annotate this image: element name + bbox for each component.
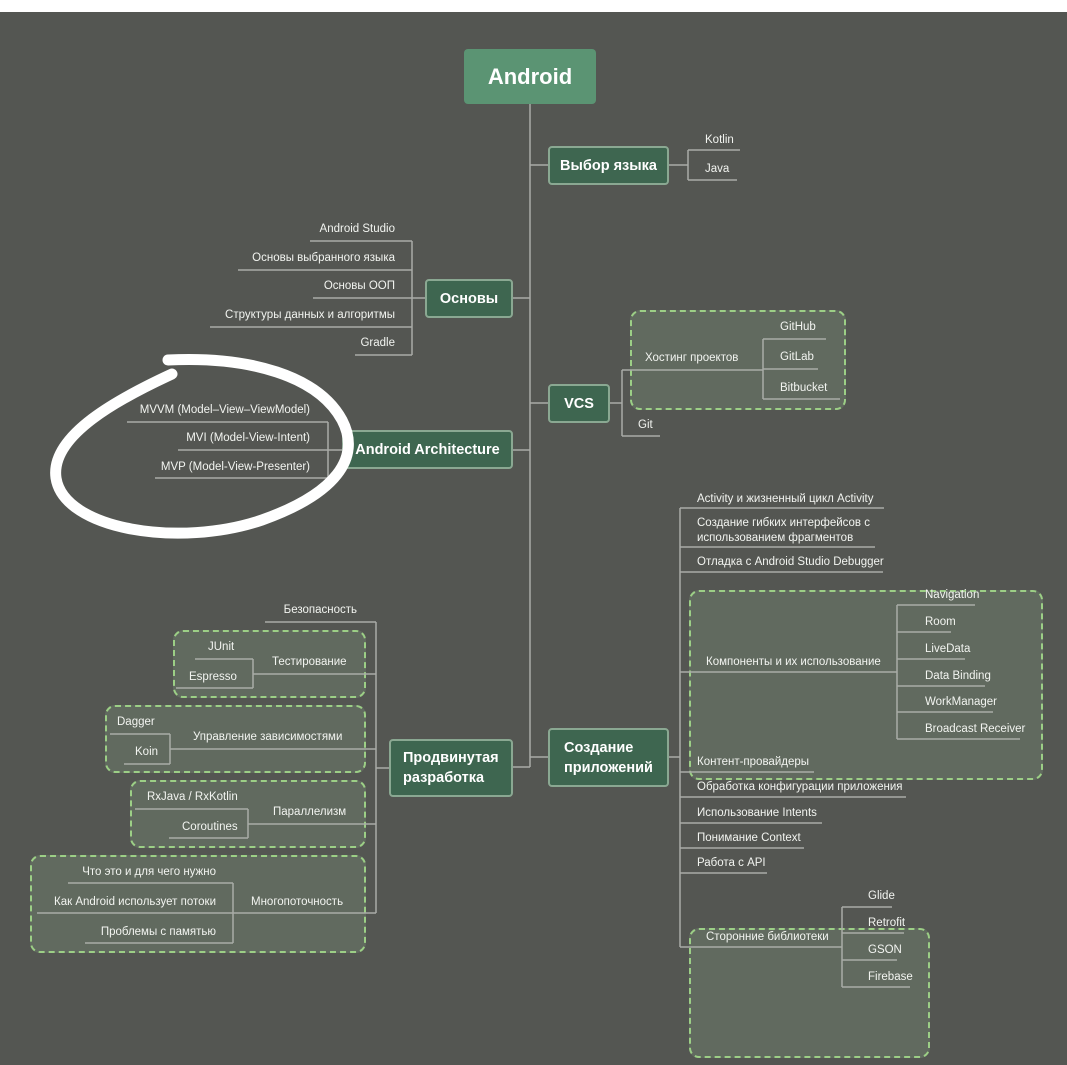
node-architecture[interactable]: Android Architecture (342, 430, 513, 469)
node-vcs[interactable]: VCS (548, 384, 610, 423)
leaf-github[interactable]: GitHub (780, 321, 816, 333)
leaf-app-item[interactable]: Понимание Context (697, 832, 801, 844)
leaf-library[interactable]: GSON (868, 944, 902, 956)
leaf-security[interactable]: Безопасность (283, 604, 357, 616)
leaf-di[interactable]: Управление зависимостями (193, 731, 343, 743)
leaf-mvi[interactable]: MVI (Model-View-Intent) (186, 432, 310, 444)
leaf-app-item[interactable]: Activity и жизненный цикл Activity (697, 493, 874, 505)
leaf-mt-item[interactable]: Проблемы с памятью (100, 926, 216, 938)
leaf-library[interactable]: Firebase (868, 971, 913, 983)
leaf-basics[interactable]: Основы ООП (323, 280, 395, 292)
leaf-mvp[interactable]: MVP (Model-View-Presenter) (160, 461, 310, 473)
leaf-component[interactable]: WorkManager (925, 696, 998, 708)
group-testing (173, 630, 366, 698)
leaf-library[interactable]: Glide (868, 890, 895, 902)
leaf-components[interactable]: Компоненты и их использование (706, 656, 881, 668)
leaf-rxjava[interactable]: RxJava / RxKotlin (147, 791, 238, 803)
leaf-basics[interactable]: Основы выбранного языка (252, 252, 395, 264)
leaf-mvvm[interactable]: MVVM (Model–View–ViewModel) (139, 404, 310, 416)
group-libraries (689, 928, 930, 1058)
leaf-app-item[interactable]: Отладка с Android Studio Debugger (697, 556, 884, 568)
leaf-libraries[interactable]: Сторонние библиотеки (706, 931, 829, 943)
leaf-testing[interactable]: Тестирование (272, 656, 347, 668)
leaf-basics[interactable]: Android Studio (319, 223, 395, 235)
leaf-kotlin[interactable]: Kotlin (705, 134, 734, 146)
leaf-basics[interactable]: Gradle (360, 337, 395, 349)
leaf-git[interactable]: Git (638, 419, 653, 431)
leaf-parallelism[interactable]: Параллелизм (273, 806, 347, 818)
leaf-basics[interactable]: Структуры данных и алгоритмы (225, 309, 395, 321)
leaf-library[interactable]: Retrofit (868, 917, 906, 929)
leaf-app-item[interactable]: Использование Intents (697, 807, 817, 819)
leaf-app-item[interactable]: Контент-провайдеры (697, 756, 810, 768)
leaf-junit[interactable]: JUnit (208, 641, 235, 653)
leaf-dagger[interactable]: Dagger (117, 716, 155, 728)
leaf-app-item[interactable]: Создание гибких интерфейсов с использова… (697, 517, 870, 544)
leaf-component[interactable]: Data Binding (925, 670, 991, 682)
leaf-java[interactable]: Java (705, 163, 730, 175)
group-di (105, 705, 366, 773)
group-multithreading (30, 855, 366, 953)
leaf-multithreading[interactable]: Многопоточность (251, 896, 344, 908)
node-basics[interactable]: Основы (425, 279, 513, 318)
node-apps[interactable]: Создание приложений (548, 728, 669, 787)
leaf-koin[interactable]: Koin (135, 746, 159, 758)
leaf-hosting[interactable]: Хостинг проектов (645, 352, 739, 364)
leaf-mt-item[interactable]: Как Android использует потоки (54, 896, 216, 908)
leaf-component[interactable]: LiveData (925, 643, 971, 655)
root-node[interactable]: Android (464, 49, 596, 104)
top-band (0, 0, 1067, 12)
leaf-component[interactable]: Room (925, 616, 956, 628)
leaf-component[interactable]: Navigation (925, 589, 980, 601)
leaf-mt-item[interactable]: Что это и для чего нужно (82, 866, 216, 878)
leaf-component[interactable]: Broadcast Receiver (925, 723, 1026, 735)
leaf-app-item[interactable]: Работа с API (697, 857, 766, 869)
leaf-app-item[interactable]: Обработка конфигурации приложения (697, 781, 903, 793)
group-components (689, 590, 1043, 780)
leaf-bitbucket[interactable]: Bitbucket (780, 382, 828, 394)
node-advanced[interactable]: Продвинутая разработка (389, 739, 513, 797)
leaf-coroutines[interactable]: Coroutines (182, 821, 238, 833)
leaf-gitlab[interactable]: GitLab (780, 351, 814, 363)
leaf-espresso[interactable]: Espresso (189, 671, 237, 683)
node-language[interactable]: Выбор языка (548, 146, 669, 185)
group-vcs-hosting (630, 310, 846, 410)
